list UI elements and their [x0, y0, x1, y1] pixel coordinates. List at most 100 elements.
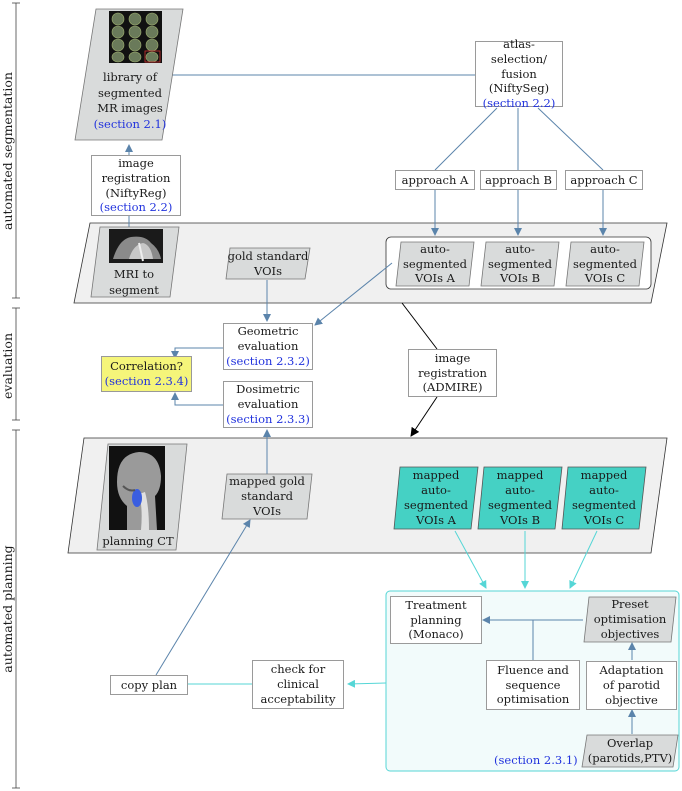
treatment-label-3: (Monaco) [408, 627, 464, 642]
correlation-section-ref: (section 2.3.4) [104, 374, 189, 388]
auto-c-label-3: VOIs C [584, 271, 626, 286]
fluence-label-3: optimisation [496, 692, 570, 707]
approach-a-node: approach A [395, 170, 475, 190]
auto-vois-c-node: auto- segmented VOIs C [565, 241, 645, 287]
ct-sagittal-image [109, 446, 165, 530]
overlap-label-2: (parotids,PTV) [587, 751, 673, 765]
mapped-b-label-4: VOIs B [499, 512, 541, 527]
treatment-planning-node: Treatment planning (Monaco) [390, 596, 482, 644]
dosimetric-section-ref: (section 2.3.3) [226, 411, 310, 426]
image-registration-admire-node: image registration (ADMIRE) [408, 349, 497, 397]
admire-label-3: (ADMIRE) [422, 380, 483, 395]
treatment-label-1: Treatment [405, 597, 467, 612]
dosimetric-evaluation-node: Dosimetric evaluation (section 2.3.3) [223, 381, 313, 428]
section-brackets [12, 2, 20, 789]
dosimetric-label-1: Dosimetric [236, 382, 300, 397]
mapped-c-label-3: segmented [572, 498, 636, 512]
image-reg-label-2: registration [101, 170, 171, 185]
atlas-label-3: (NiftySeg) [488, 81, 550, 96]
overlap-label-1: Overlap [606, 736, 654, 751]
auto-vois-b-node: auto- segmented VOIs B [480, 241, 560, 287]
mapped-b-label-1: mapped [496, 468, 544, 483]
image-reg-label-3: (NiftyReg) [105, 185, 167, 200]
approach-b-node: approach B [480, 170, 557, 190]
check-label-3: acceptability [260, 691, 336, 706]
mapped-a-label-3: segmented [404, 498, 468, 512]
mapped-a-label-1: mapped [412, 468, 460, 483]
fluence-optimisation-node: Fluence and sequence optimisation [486, 660, 580, 710]
mapped-c-label-2: auto- [589, 483, 619, 498]
mr-thumbnail-grid [109, 11, 162, 63]
mapped-gold-label-3: VOIs [253, 503, 281, 518]
atlas-section-ref: (section 2.2) [482, 96, 556, 111]
mri-to-segment-node: MRI to segment [90, 226, 180, 298]
planning-section-ref: (section 2.3.1) [494, 753, 578, 767]
mri-label-1: MRI to [113, 267, 155, 281]
planning-ct-node: planning CT [96, 443, 188, 551]
mapped-a-label-4: VOIs A [416, 512, 456, 527]
check-label-1: check for [270, 662, 326, 677]
geometric-evaluation-node: Geometric evaluation (section 2.3.2) [223, 323, 313, 370]
mapped-gold-label-2: standard [241, 489, 293, 504]
image-registration-niftyreg-node: image registration (NiftyReg) (section 2… [91, 155, 181, 216]
fluence-label-1: Fluence and [497, 662, 569, 677]
gold-label-2: VOIs [254, 263, 282, 278]
auto-vois-a-node: auto- segmented VOIs A [395, 241, 475, 287]
admire-label-1: image [434, 350, 471, 365]
overlap-node: Overlap (parotids,PTV) [581, 734, 679, 768]
preset-label-1: Preset [611, 597, 649, 612]
atlas-label-2: fusion [501, 66, 537, 81]
adaptation-parotid-node: Adaptation of parotid objective [586, 661, 677, 710]
gold-standard-vois-node: gold standard VOIs [225, 247, 311, 280]
atlas-label-1: atlas-selection/ [490, 36, 548, 66]
section-label-automated-planning: automated planning [0, 545, 15, 673]
mapped-c-label-4: VOIs C [583, 512, 625, 527]
auto-c-label-1: auto- [590, 241, 620, 256]
preset-label-3: objectives [600, 626, 660, 641]
mri-sagittal-image [109, 229, 163, 263]
image-reg-label-1: image [118, 155, 154, 170]
mapped-b-label-2: auto- [505, 483, 535, 498]
adaptation-label-3: objective [605, 692, 658, 707]
adaptation-label-1: Adaptation [599, 663, 664, 678]
geometric-section-ref: (section 2.3.2) [226, 353, 310, 368]
auto-b-label-1: auto- [505, 241, 535, 256]
image-reg-section-ref: (section 2.2) [99, 200, 173, 215]
auto-a-label-3: VOIs A [415, 271, 455, 286]
gold-label-1: gold standard [227, 248, 309, 263]
atlas-fusion-node: atlas-selection/ fusion (NiftySeg) (sect… [475, 37, 563, 110]
auto-a-label-1: auto- [420, 241, 450, 256]
mapped-auto-vois-c-node: mapped auto- segmented VOIs C [561, 466, 647, 530]
check-label-2: clinical [277, 677, 319, 692]
auto-a-label-2: segmented [403, 256, 467, 271]
fluence-label-2: sequence [505, 677, 561, 692]
adaptation-label-2: of parotid [602, 678, 661, 693]
admire-label-2: registration [418, 365, 487, 380]
mapped-auto-vois-b-node: mapped auto- segmented VOIs B [477, 466, 563, 530]
preset-label-2: optimisation [593, 612, 667, 627]
treatment-label-2: planning [410, 612, 462, 627]
auto-b-label-3: VOIs B [499, 271, 541, 286]
section-label-evaluation: evaluation [0, 333, 15, 400]
mapped-a-label-2: auto- [421, 483, 451, 498]
section-label-automated-segmentation: automated segmentation [0, 72, 15, 230]
library-label-3: MR images [97, 101, 163, 116]
preset-objectives-node: Preset optimisation objectives [583, 596, 677, 643]
mapped-c-label-1: mapped [580, 468, 628, 483]
copy-plan-node: copy plan [110, 675, 188, 695]
approach-c-node: approach C [565, 170, 643, 190]
auto-b-label-2: segmented [488, 256, 552, 271]
geometric-label-2: evaluation [237, 339, 299, 354]
library-label-1: library of [103, 70, 157, 84]
correlation-node: Correlation? (section 2.3.4) [101, 356, 192, 392]
mapped-b-label-3: segmented [488, 498, 552, 512]
mapped-gold-label-1: mapped gold [229, 474, 305, 489]
library-label-2: segmented [98, 85, 162, 100]
correlation-label: Correlation? [110, 359, 183, 374]
library-section-ref: (section 2.1) [93, 116, 167, 131]
auto-c-label-2: segmented [573, 256, 637, 271]
mri-label-2: segment [109, 282, 159, 297]
library-node: library of segmented MR images (section … [74, 8, 184, 141]
mapped-gold-vois-node: mapped gold standard VOIs [221, 473, 313, 520]
mapped-auto-vois-a-node: mapped auto- segmented VOIs A [393, 466, 479, 530]
